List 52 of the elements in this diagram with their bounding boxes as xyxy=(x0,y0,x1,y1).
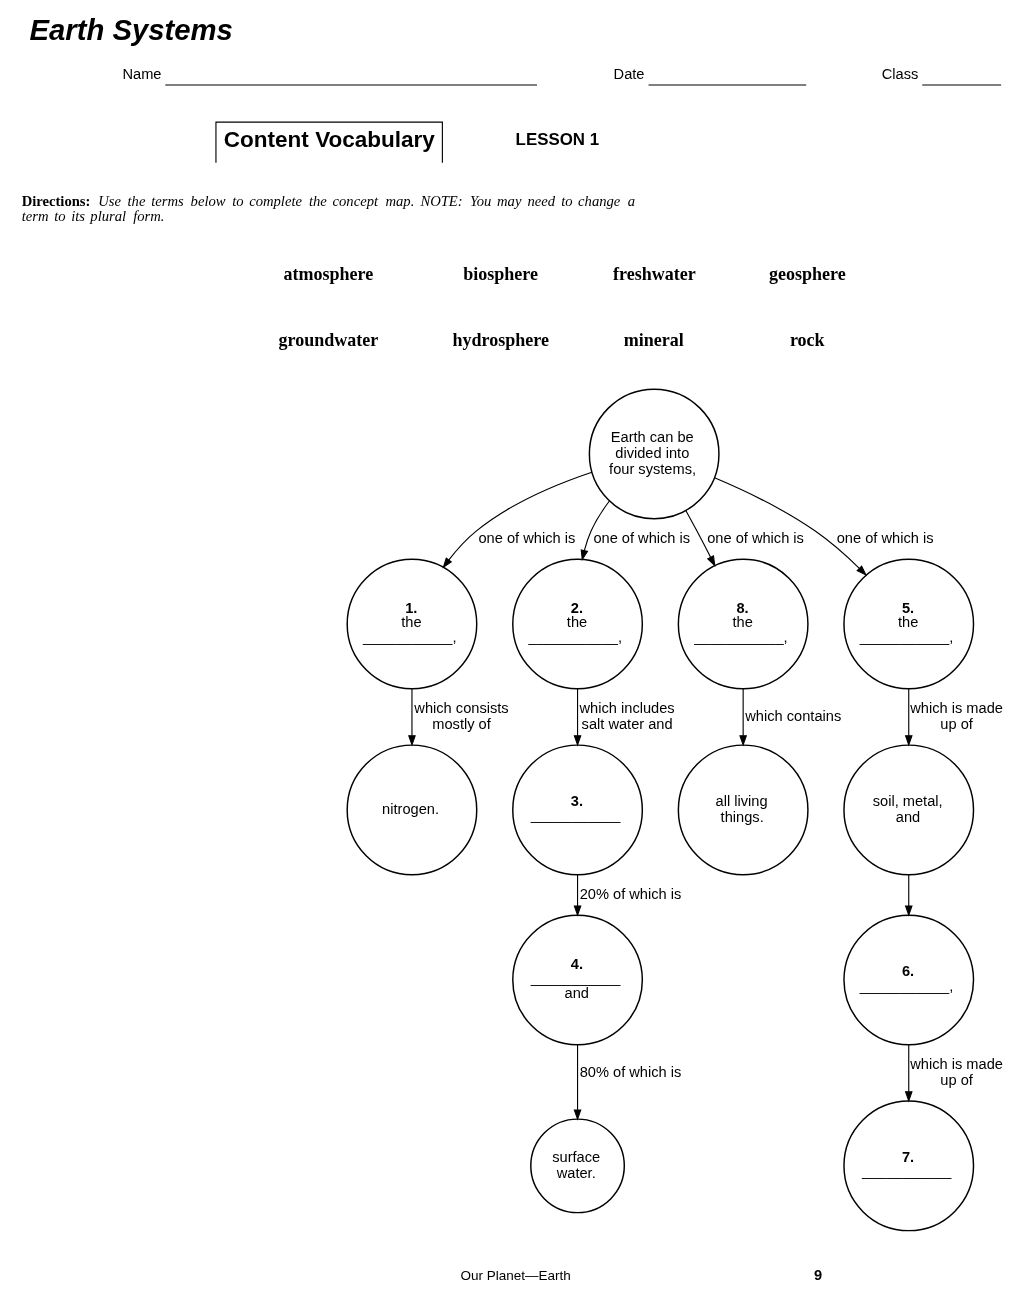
edge-label: 20% of which is xyxy=(579,885,681,902)
label: rock xyxy=(789,330,825,351)
node-circle: 3. ___________ xyxy=(511,744,643,876)
arrow xyxy=(904,688,913,747)
node-circle: 8. the ___________, xyxy=(677,558,809,690)
edge-label: which is made up of xyxy=(909,1055,1003,1088)
edge-label: one of which is xyxy=(477,529,575,546)
label: Name xyxy=(121,65,161,82)
label: Our Planet—Earth xyxy=(459,1268,571,1284)
edge-label: one of which is xyxy=(836,529,933,546)
edge-label: which contains xyxy=(744,707,841,724)
label: LESSON 1 xyxy=(515,130,599,150)
node-circle: nitrogen. xyxy=(345,744,477,876)
edge-label: 80% of which is xyxy=(579,1063,681,1080)
diagram-title: Earth Systems xyxy=(29,12,233,46)
label: freshwater xyxy=(612,263,696,284)
arrow xyxy=(904,874,913,917)
arrow xyxy=(573,1044,581,1121)
label: mineral xyxy=(623,330,684,351)
label: geosphere xyxy=(768,263,846,284)
label: groundwater xyxy=(277,330,378,351)
node-circle: 4. ___________ and xyxy=(511,914,643,1046)
node-circle: 5. the ___________, xyxy=(842,558,974,690)
label: hydrosphere xyxy=(452,330,549,351)
edge-label: which includes salt water and xyxy=(579,699,675,732)
edge-label: which is made up of xyxy=(909,699,1003,732)
node-circle: 2. the ___________, xyxy=(511,558,643,690)
arrow xyxy=(407,688,416,747)
edge-label: one of which is xyxy=(592,529,690,546)
node-circle: all living things. xyxy=(677,744,809,876)
node-circle: Earth can be divided into four systems, xyxy=(588,388,720,520)
node-circle: soil, metal, and xyxy=(842,744,974,876)
edge-label: which consists mostly of xyxy=(413,699,509,732)
node-circle: 7. ___________ xyxy=(842,1100,974,1232)
node-circle: 6. ___________, xyxy=(842,914,974,1046)
label: Date xyxy=(613,65,645,82)
node-circle: surface water. xyxy=(529,1118,625,1214)
label: Class xyxy=(881,65,918,82)
label: atmosphere xyxy=(283,263,373,284)
label: Content Vocabulary xyxy=(223,126,435,152)
label: biosphere xyxy=(462,263,538,284)
arrow xyxy=(573,688,581,747)
arrow xyxy=(441,471,592,569)
arrow xyxy=(738,688,747,747)
arrow xyxy=(904,1044,913,1103)
arrow xyxy=(684,509,715,567)
arrow xyxy=(580,500,610,562)
edge-label: one of which is xyxy=(706,529,804,546)
label: 9 xyxy=(813,1266,822,1283)
label: Directions: Use the terms below to complete the concept map. NOTE: You may need to change a term to its plural form. xyxy=(21,192,635,224)
arrow xyxy=(713,477,867,576)
arrow xyxy=(573,874,581,917)
